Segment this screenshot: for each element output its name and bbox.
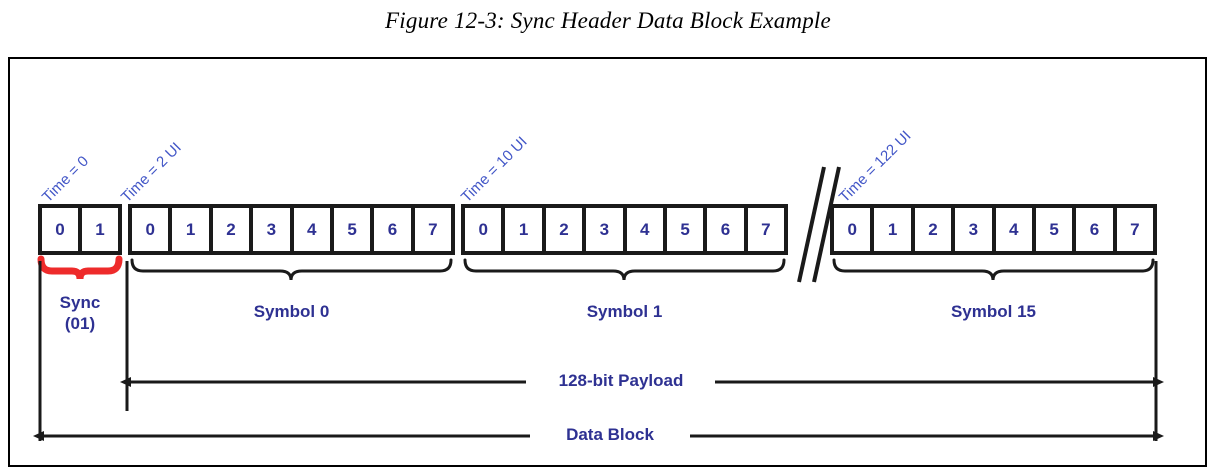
time-label-122: Time = 122 UI xyxy=(835,127,915,206)
symbol-15-label: Symbol 15 xyxy=(950,302,1037,321)
bit-cell: 1 xyxy=(505,208,542,251)
sync-label: Sync (01) xyxy=(38,292,122,335)
bit-cell: 6 xyxy=(1076,208,1113,251)
symbol-1-label: Symbol 1 xyxy=(586,302,663,321)
sync-label-line2: (01) xyxy=(64,314,96,334)
symbol-0-bits-group: 0 1 2 3 4 5 6 7 xyxy=(128,204,455,255)
diagram-canvas: Time = 0 Time = 2 UI Time = 10 UI Time =… xyxy=(10,59,1205,465)
bit-cell: 2 xyxy=(212,208,250,251)
bit-cell: 5 xyxy=(666,208,704,251)
diagram-overlay xyxy=(33,166,1164,441)
bit-cell: 0 xyxy=(834,208,871,251)
bit-cell: 2 xyxy=(545,208,583,251)
bit-cell: 4 xyxy=(995,208,1032,251)
bit-cell: 1 xyxy=(874,208,911,251)
bit-cell: 5 xyxy=(1035,208,1073,251)
bit-cell: 0 xyxy=(132,208,169,251)
time-label-2: Time = 2 UI xyxy=(117,139,185,206)
bit-cell: 7 xyxy=(414,208,451,251)
sync-label-line1: Sync xyxy=(59,293,101,312)
bit-cell: 1 xyxy=(82,208,118,251)
bit-cell: 1 xyxy=(172,208,209,251)
symbol-0-label: Symbol 0 xyxy=(253,302,330,321)
bit-cell: 4 xyxy=(293,208,330,251)
figure-frame: Time = 0 Time = 2 UI Time = 10 UI Time =… xyxy=(8,57,1207,467)
symbol-1-brace-icon xyxy=(463,258,786,281)
bit-cell: 0 xyxy=(465,208,502,251)
data-block-dimension-label: Data Block xyxy=(566,425,654,444)
bit-cell: 3 xyxy=(253,208,290,251)
time-label-10: Time = 10 UI xyxy=(457,133,531,206)
symbol-15-brace-icon xyxy=(832,258,1155,281)
sync-brace-icon xyxy=(37,255,123,280)
bit-cell: 2 xyxy=(914,208,952,251)
bit-cell: 5 xyxy=(333,208,371,251)
bit-cell: 3 xyxy=(586,208,623,251)
bit-cell: 3 xyxy=(955,208,992,251)
bit-cell: 6 xyxy=(374,208,411,251)
symbol-15-bits-group: 0 1 2 3 4 5 6 7 xyxy=(830,204,1157,255)
sync-bits-group: 0 1 xyxy=(38,204,122,255)
time-label-0: Time = 0 xyxy=(38,152,93,206)
bit-cell: 7 xyxy=(1116,208,1153,251)
bit-cell: 0 xyxy=(42,208,78,251)
symbol-1-bits-group: 0 1 2 3 4 5 6 7 xyxy=(461,204,788,255)
symbol-0-brace-icon xyxy=(130,258,453,281)
bit-cell: 6 xyxy=(707,208,744,251)
payload-dimension-label: 128-bit Payload xyxy=(558,371,684,390)
figure-caption: Figure 12-3: Sync Header Data Block Exam… xyxy=(385,8,831,33)
bit-cell: 4 xyxy=(626,208,663,251)
bit-cell: 7 xyxy=(747,208,784,251)
